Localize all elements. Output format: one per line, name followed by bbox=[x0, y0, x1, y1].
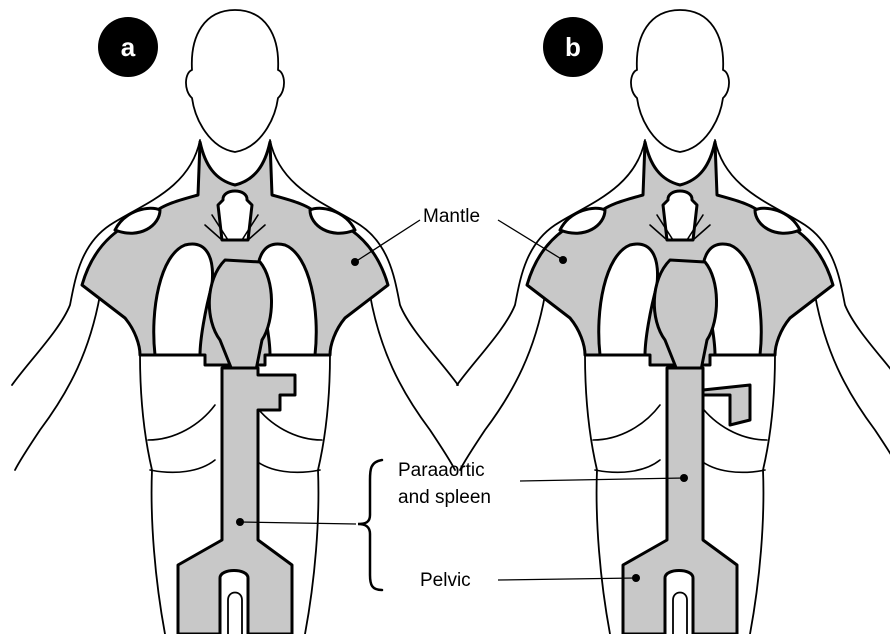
panel-b: b bbox=[457, 10, 890, 634]
pelvic-dot-b bbox=[632, 574, 640, 582]
panel-a: a bbox=[12, 10, 458, 634]
pelvic-label: Pelvic bbox=[420, 570, 471, 591]
paraaortic-dot-b bbox=[680, 474, 688, 482]
paraaortic-leader-b bbox=[520, 478, 684, 481]
mantle-label: Mantle bbox=[423, 206, 480, 227]
mantle-dot-a bbox=[351, 258, 359, 266]
paraaortic-label-line2: and spleen bbox=[398, 487, 491, 508]
paraaortic-label-line1: Paraaortic bbox=[398, 460, 485, 481]
panel-a-badge-label: a bbox=[121, 32, 136, 62]
pelvic-leader-b bbox=[498, 578, 636, 580]
mantle-dot-b bbox=[559, 256, 567, 264]
panel-b-badge-label: b bbox=[565, 32, 581, 62]
brace bbox=[358, 460, 382, 590]
paraaortic-dot-a bbox=[236, 518, 244, 526]
